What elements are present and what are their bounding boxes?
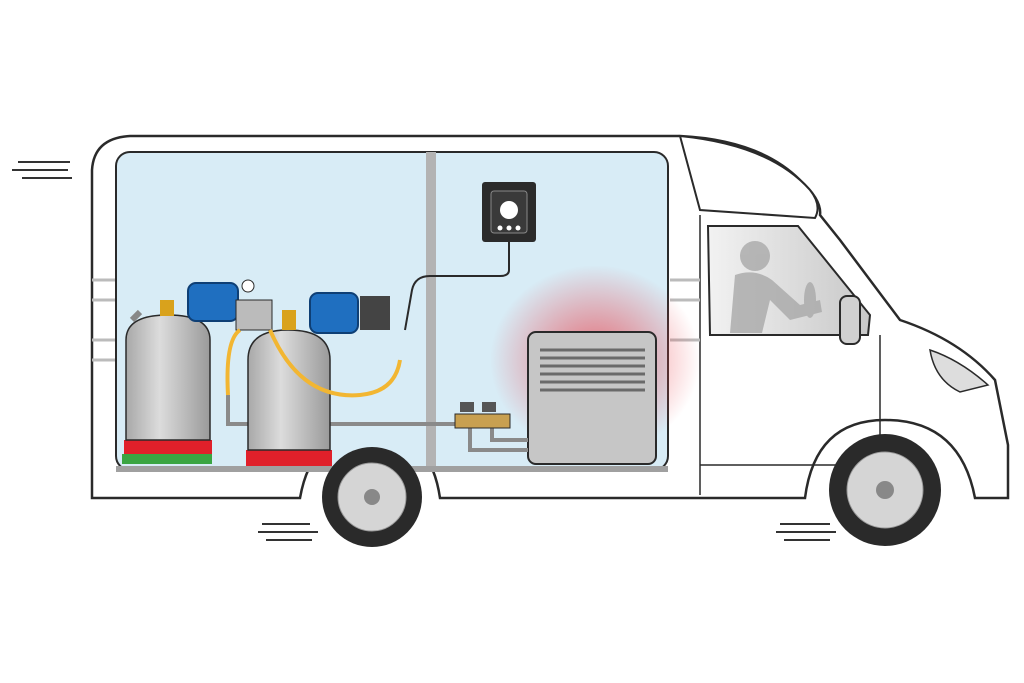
gas-pipe <box>226 395 528 452</box>
control-cable <box>404 242 510 331</box>
speed-lines <box>12 161 836 541</box>
gas-cylinder <box>246 310 332 466</box>
heater <box>527 331 657 465</box>
pressure-gauge-icon <box>241 279 255 293</box>
driver <box>730 241 822 333</box>
gas-regulator <box>187 279 390 334</box>
touch-icon <box>500 201 518 219</box>
valve-block <box>454 402 511 429</box>
mirror <box>839 295 861 345</box>
control-panel <box>482 182 536 242</box>
gas-cylinder <box>122 300 212 464</box>
wheel <box>322 447 422 547</box>
gas-hose <box>225 328 402 398</box>
wheel <box>829 434 941 546</box>
partition <box>426 152 436 470</box>
